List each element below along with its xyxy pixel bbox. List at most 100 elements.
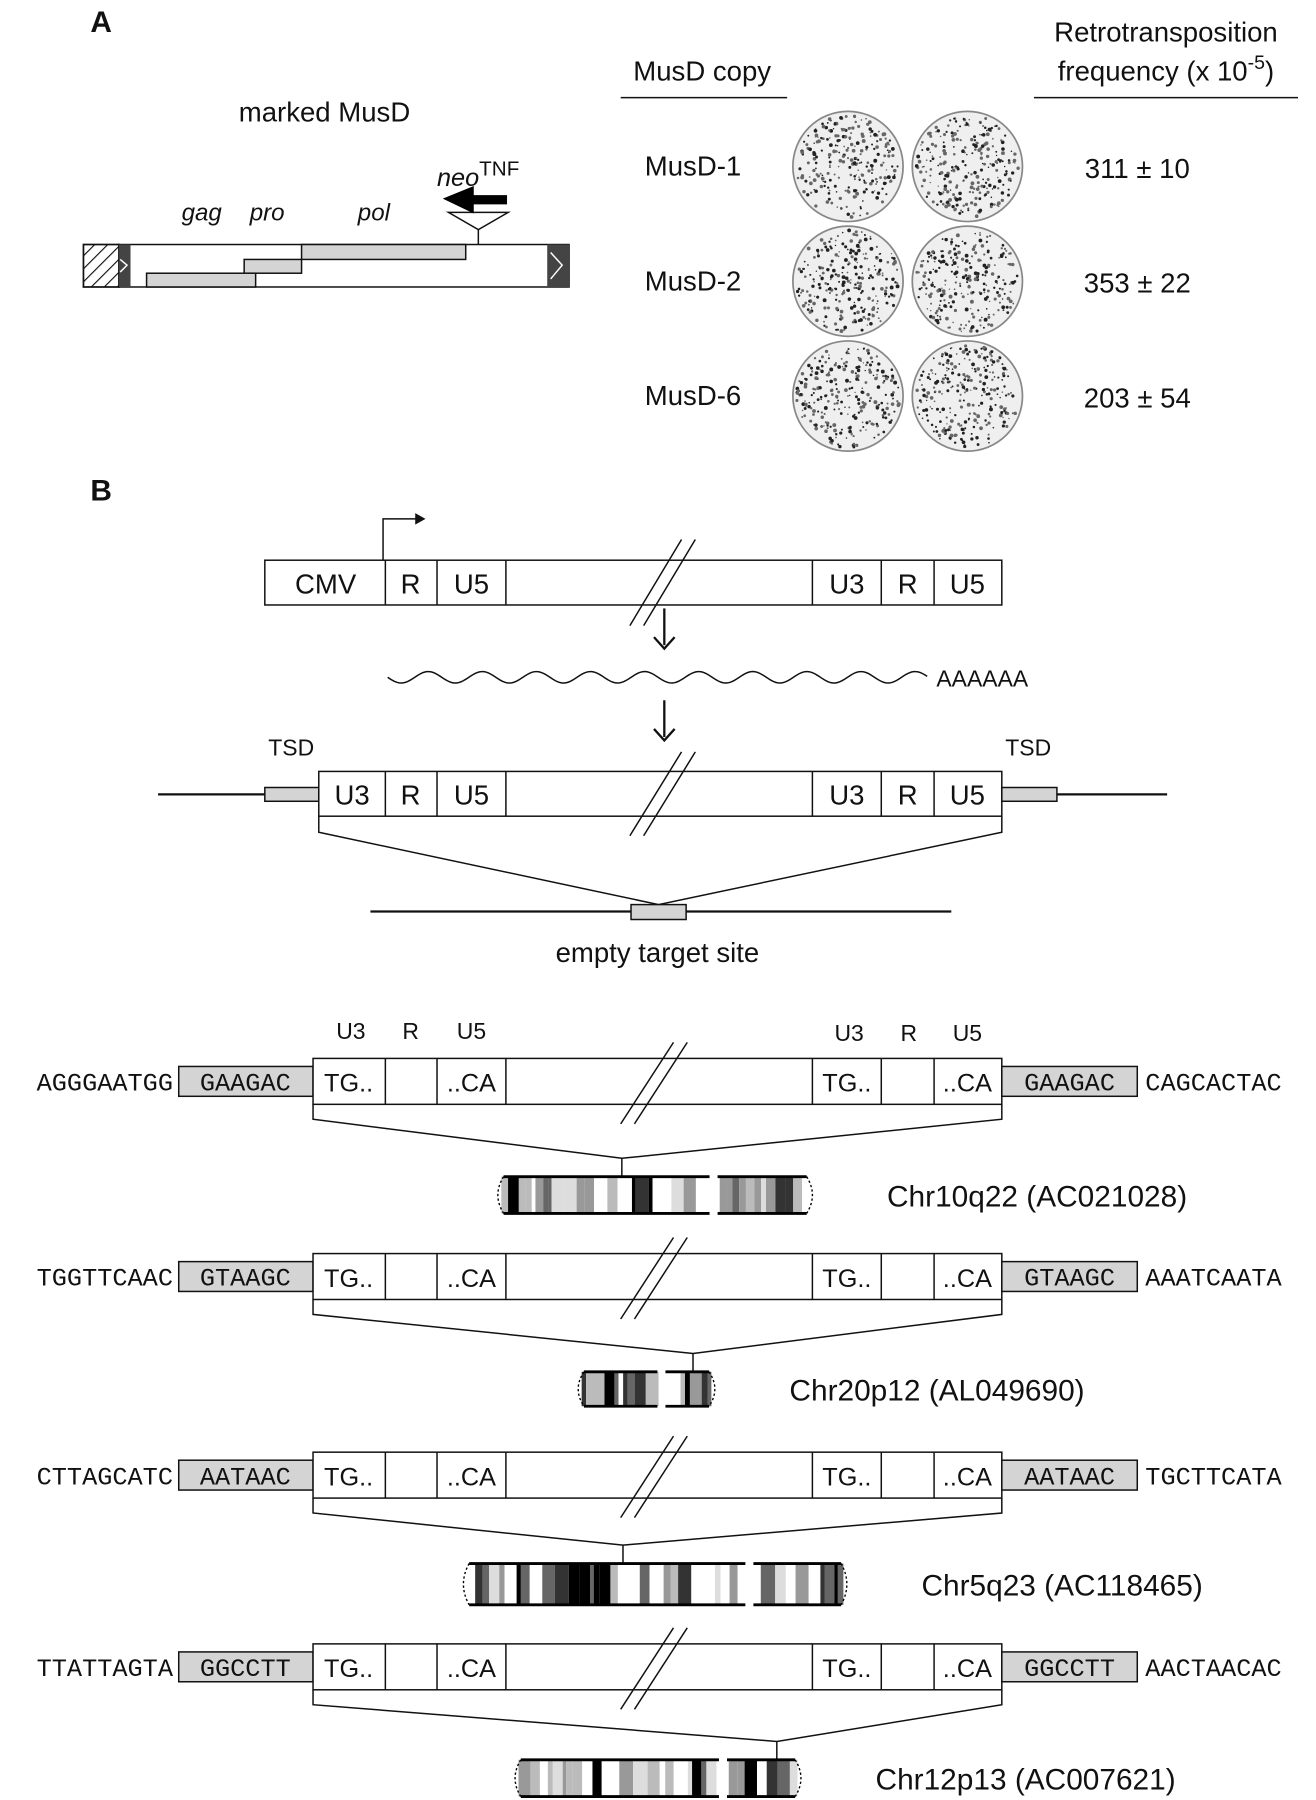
gag-orf xyxy=(145,272,257,288)
right-flank-sequence: AAATCAATA xyxy=(1145,1265,1282,1294)
r-label: R xyxy=(402,1018,419,1044)
chromosome-locus-label: Chr12p13 (AC007621) xyxy=(876,1764,1176,1797)
left-flank-sequence: TTATTAGTA xyxy=(37,1655,174,1684)
u5-label: U5 xyxy=(950,568,985,599)
r-label: R xyxy=(401,780,421,811)
r-label: R xyxy=(401,568,421,599)
tsd-sequence: GTAAGC xyxy=(200,1265,291,1294)
tsd-sequence: GAAGAC xyxy=(1024,1070,1115,1099)
tsd-right-box xyxy=(1001,1260,1139,1293)
ltr-start-label: TG.. xyxy=(822,1463,871,1491)
chromosome-ideogram xyxy=(577,1370,716,1408)
r-label: R xyxy=(901,1020,918,1046)
tsd-right-box xyxy=(1001,1459,1139,1491)
chromosome-locus-label: Chr5q23 (AC118465) xyxy=(921,1570,1202,1603)
ltr-end-label: ..CA xyxy=(943,1463,992,1491)
tsd-label: TSD xyxy=(1005,734,1051,760)
chromosome-ideogram xyxy=(497,1175,814,1215)
hatched-flank xyxy=(82,243,120,288)
ltr-right xyxy=(547,244,570,287)
left-flank-sequence: AGGGAATGG xyxy=(37,1070,173,1099)
pro-label: pro xyxy=(249,199,285,226)
ltr-end-label: ..CA xyxy=(447,1265,496,1293)
ltr-start-label: TG.. xyxy=(324,1070,373,1098)
u5-label: U5 xyxy=(950,780,985,811)
r-label: R xyxy=(898,780,918,811)
retrotransposition-frequency: 203 ± 54 xyxy=(1084,383,1191,414)
musd-copy-name: MusD-1 xyxy=(645,151,741,182)
chromosome-locus-label: Chr20p12 (AL049690) xyxy=(789,1375,1084,1408)
col-header-freq-1: Retrotransposition xyxy=(1054,16,1278,47)
down-arrow-icon xyxy=(653,608,676,651)
neo-insertion-triangle xyxy=(445,211,511,231)
tsd-sequence: AATAAC xyxy=(1024,1463,1115,1492)
tsd-left-box xyxy=(177,1459,314,1491)
ltr-end-label: ..CA xyxy=(943,1655,992,1683)
ltr-end-label: ..CA xyxy=(943,1070,992,1098)
ltr-end-label: ..CA xyxy=(447,1655,496,1683)
empty-target-box xyxy=(630,903,687,921)
tsd-sequence: GTAAGC xyxy=(1024,1265,1115,1294)
tsd-label: TSD xyxy=(268,734,314,760)
insertion-site-row: TTATTAGTA GGCCTT TG.. ..CA TG.. ..CA GGCCTT AAC… xyxy=(37,1627,1282,1798)
ltr-end-label: ..CA xyxy=(943,1265,992,1293)
ltr-start-label: TG.. xyxy=(324,1265,373,1293)
tsd-right-box xyxy=(1001,1065,1139,1098)
u3-label: U3 xyxy=(829,780,864,811)
u3-label: U3 xyxy=(834,1020,863,1046)
colony-plate xyxy=(792,110,904,223)
mrna-wave xyxy=(387,670,928,684)
musd-copy-row: MusD-1 311 ± 10 xyxy=(645,110,1190,223)
colony-plate xyxy=(911,110,1024,223)
ltr-start-label: TG.. xyxy=(324,1655,373,1683)
colony-plate xyxy=(911,340,1024,453)
pro-orf xyxy=(243,258,303,274)
r-label: R xyxy=(898,568,918,599)
left-flank-sequence: TGGTTCAAC xyxy=(37,1265,173,1294)
musd-copy-name: MusD-2 xyxy=(645,265,741,296)
transcription-start-arrow-icon xyxy=(382,518,417,561)
tsd-sequence: GGCCTT xyxy=(200,1655,291,1684)
pol-label: pol xyxy=(357,199,391,226)
tsd-right-box xyxy=(1001,1651,1139,1683)
tsd-left-box xyxy=(264,786,320,803)
colony-plate xyxy=(911,225,1024,338)
ltr-end-label: ..CA xyxy=(447,1070,496,1098)
empty-site-label: empty target site xyxy=(556,937,760,968)
u5-label: U5 xyxy=(457,1018,486,1044)
right-flank-sequence: AACTAACAC xyxy=(1145,1655,1281,1684)
gag-label: gag xyxy=(182,199,223,226)
marked-musd-construct: gag pro pol neoTNF xyxy=(82,158,570,288)
panel-b-label: B xyxy=(90,475,112,508)
chromosome-ideogram xyxy=(514,1758,802,1798)
ltr-start-label: TG.. xyxy=(822,1655,871,1683)
chromosome-locus-label: Chr10q22 (AC021028) xyxy=(887,1181,1187,1214)
retrotransposition-frequency: 311 ± 10 xyxy=(1085,153,1190,184)
left-flank-sequence: CTTAGCATC xyxy=(37,1463,173,1492)
u3-label: U3 xyxy=(334,780,369,811)
musd-copy-row: MusD-2 353 ± 22 xyxy=(645,225,1191,338)
cmv-label: CMV xyxy=(295,568,357,599)
expression-construct: CMV R U5 U3 R U5 xyxy=(264,513,1003,627)
colony-plate xyxy=(792,225,904,338)
construct-title: marked MusD xyxy=(239,97,410,128)
chromosome-ideogram xyxy=(462,1562,848,1607)
right-flank-sequence: TGCTTCATA xyxy=(1145,1463,1282,1492)
pol-orf xyxy=(300,243,467,261)
u3-label: U3 xyxy=(336,1018,365,1044)
retrotransposition-frequency: 353 ± 22 xyxy=(1084,268,1191,299)
tsd-sequence: AATAAC xyxy=(200,1463,291,1492)
polya-tail: AAAAAA xyxy=(936,665,1028,691)
tsd-left-box xyxy=(177,1260,314,1293)
ltr-start-label: TG.. xyxy=(822,1265,871,1293)
tsd-sequence: GGCCTT xyxy=(1024,1655,1115,1684)
ltr-end-label: ..CA xyxy=(447,1463,496,1491)
u3-label: U3 xyxy=(829,568,864,599)
neo-arrow-icon xyxy=(442,185,508,214)
ltr-left xyxy=(119,244,131,287)
tsd-right-box xyxy=(1001,786,1058,803)
col-header-freq-2: frequency (x 10-5) xyxy=(1058,52,1274,86)
